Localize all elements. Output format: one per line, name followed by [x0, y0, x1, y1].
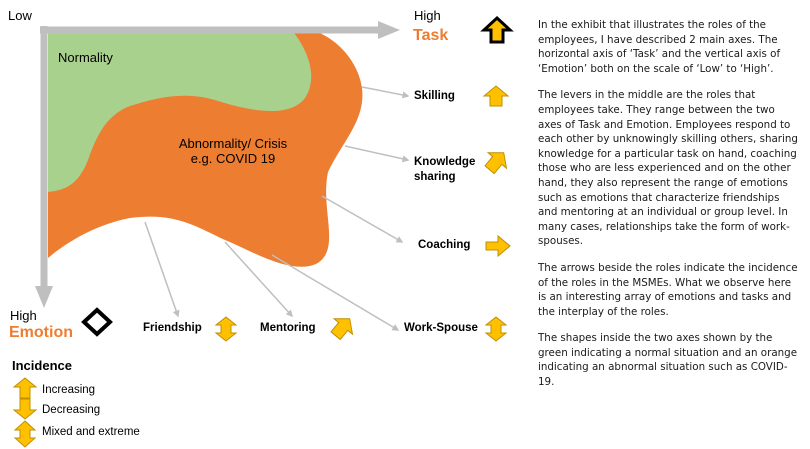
task-axis-arrowhead — [378, 21, 400, 39]
description-paragraph: The shapes inside the two axes shown by … — [538, 332, 798, 389]
task-axis-title: Task — [413, 27, 449, 44]
skilling-arrow-up-icon — [482, 85, 510, 107]
emotion-diamond-icon — [81, 307, 113, 337]
emotion-axis-title: Emotion — [9, 324, 73, 341]
description-paragraph: The levers in the middle are the roles t… — [538, 89, 798, 248]
knowledge-arrow-diag-icon — [484, 152, 508, 175]
role-friendship: Friendship — [143, 322, 202, 334]
description-panel: In the exhibit that illustrates the role… — [538, 18, 800, 402]
role-coaching: Coaching — [418, 239, 471, 251]
legend-mixed-arrow-updown-icon — [13, 420, 37, 448]
friendship-arrow-updown-icon — [214, 316, 238, 342]
connector-work-spouse — [271, 254, 400, 331]
work-spouse-arrow-updown-icon — [484, 316, 508, 342]
legend-decreasing-arrow-down-icon — [12, 398, 38, 420]
legend-increasing: Increasing — [42, 384, 96, 396]
emotion-axis-arrowhead — [35, 286, 53, 308]
normal-region — [48, 28, 312, 192]
connector-skilling — [361, 86, 410, 99]
abnormality-label: Abnormality/ Crisis e.g. COVID 19 — [158, 136, 308, 166]
legend-increasing-arrow-up-icon — [12, 377, 38, 399]
description-paragraph: The arrows beside the roles indicate the… — [538, 261, 798, 318]
coaching-arrow-right-icon — [485, 234, 511, 258]
abnormality-label-line2: e.g. COVID 19 — [190, 151, 276, 166]
role-skilling: Skilling — [414, 90, 455, 102]
normality-label: Normality — [58, 50, 113, 65]
connector-knowledge — [344, 145, 410, 163]
legend-decreasing: Decreasing — [42, 404, 101, 416]
description-paragraph: In the exhibit that illustrates the role… — [538, 19, 781, 75]
role-knowledge-sharing: Knowledge sharing — [414, 155, 475, 185]
low-label: Low — [8, 8, 32, 23]
role-knowledge-line1: Knowledge — [414, 156, 476, 168]
abnormality-label-line1: Abnormality/ Crisis — [178, 136, 288, 151]
legend-mixed: Mixed and extreme — [42, 426, 140, 438]
connector-coaching — [321, 195, 404, 243]
role-work-spouse: Work-Spouse — [404, 322, 478, 334]
legend-title: Incidence — [12, 358, 72, 373]
mentoring-arrow-diag-icon — [330, 318, 354, 341]
connector-mentoring — [224, 241, 294, 318]
task-arrow-icon — [480, 15, 514, 44]
role-knowledge-line2: sharing — [414, 171, 456, 183]
roles-diagram — [12, 15, 514, 448]
task-high-label: High — [414, 8, 441, 23]
role-mentoring: Mentoring — [260, 322, 316, 334]
emotion-high-label: High — [10, 308, 37, 323]
connector-friendship — [144, 221, 180, 318]
